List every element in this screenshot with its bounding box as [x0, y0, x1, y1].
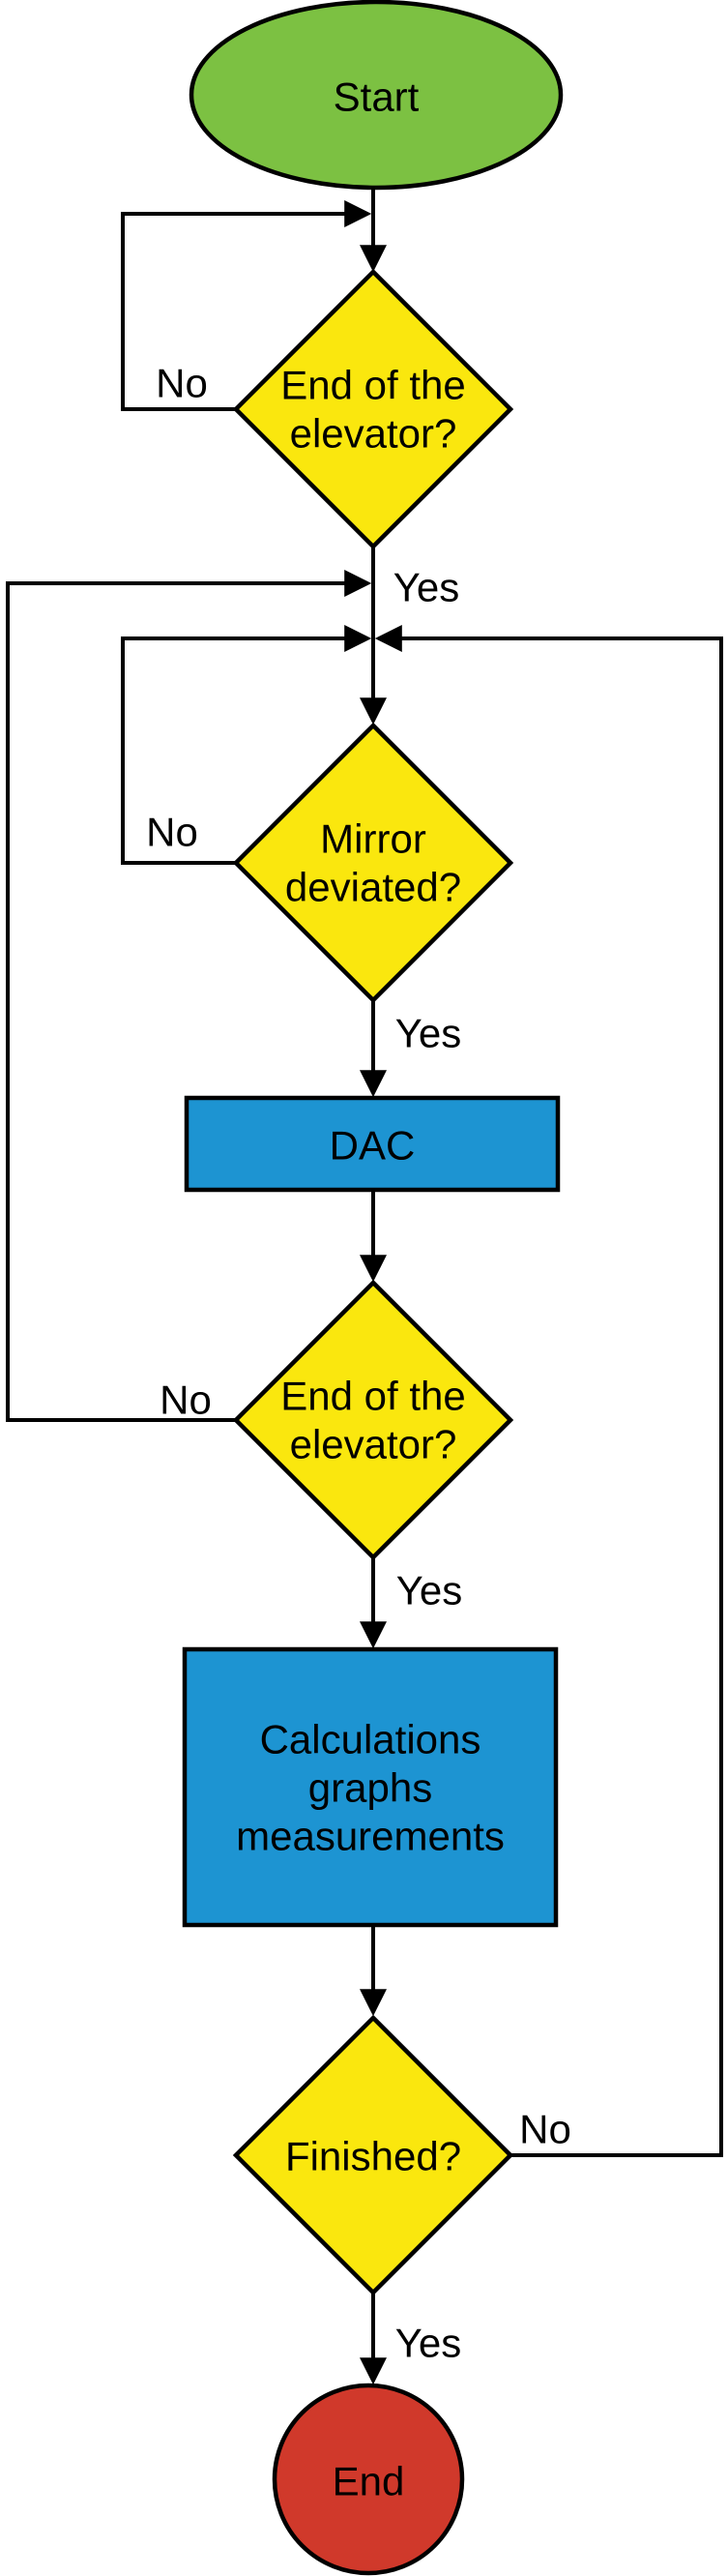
process-calculations [182, 1646, 559, 1928]
start-node-label: Start [334, 74, 420, 120]
decision3-label-line2: elevator? [290, 1422, 457, 1467]
edge-label-yes-1: Yes [393, 565, 460, 610]
decision4-label: Finished? [285, 2134, 461, 2179]
process-calculations-label-line1: Calculations [260, 1717, 481, 1762]
edge-label-yes-4: Yes [395, 2321, 462, 2366]
edge-decision4-no-loop [374, 625, 723, 2157]
decision3-end-of-elevator [232, 1279, 514, 1561]
decision2-label-line1: Mirror [320, 816, 426, 862]
edge-decision3-no-loop [6, 570, 372, 1422]
edge-label-no-3: No [160, 1377, 212, 1423]
decision3-label-line1: End of the [280, 1374, 465, 1419]
decision1-label-line2: elevator? [290, 411, 457, 457]
process-calculations-label-line3: measurements [236, 1814, 505, 1859]
decision1-label-line1: End of the [280, 363, 465, 408]
start-node [189, 0, 564, 191]
edge-decision2-no-loop [121, 625, 372, 865]
end-node-label: End [333, 2459, 405, 2504]
process-dac [184, 1095, 561, 1193]
edge-label-no-2: No [146, 810, 198, 855]
decision1-end-of-elevator [232, 268, 514, 550]
decision2-mirror-deviated [232, 722, 514, 1004]
edge-decision1-no-loop [121, 200, 372, 411]
end-node [272, 2383, 465, 2576]
edge-label-yes-2: Yes [395, 1011, 462, 1056]
edge-label-yes-3: Yes [396, 1568, 463, 1614]
edge-label-no-4: No [519, 2107, 571, 2152]
decision4-finished [232, 2014, 514, 2296]
decision2-label-line2: deviated? [285, 865, 461, 910]
process-calculations-label-line2: graphs [308, 1765, 432, 1811]
process-dac-label: DAC [330, 1123, 416, 1169]
edge-label-no-1: No [156, 361, 208, 406]
